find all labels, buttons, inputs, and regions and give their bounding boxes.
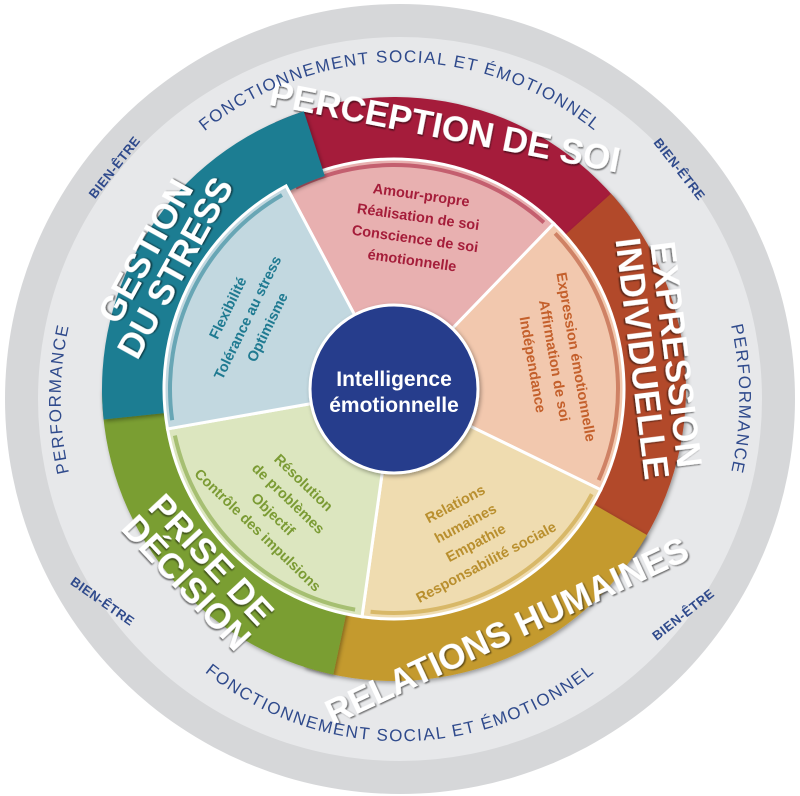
center-circle: [308, 303, 480, 475]
domain-band-stress: [102, 111, 325, 420]
domain-perception: PERCEPTION DE SOIAmour-propreRéalisation…: [266, 74, 631, 333]
center-label-line2: émotionnelle: [329, 394, 459, 417]
domain-band-decision: [102, 389, 348, 675]
domain-edge-stress: [168, 193, 283, 421]
center-label-line1: Intelligence: [336, 368, 452, 391]
